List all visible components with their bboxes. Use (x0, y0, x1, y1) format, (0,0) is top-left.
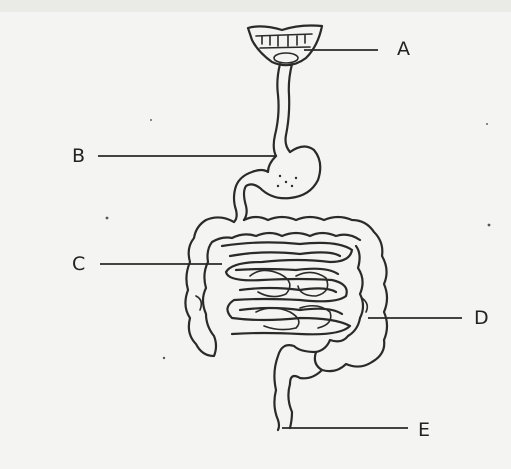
scan-edge (0, 0, 511, 12)
label-e: E (418, 421, 430, 440)
label-a: A (397, 40, 410, 59)
label-d: D (474, 309, 489, 328)
label-b: B (72, 147, 85, 166)
label-c: C (72, 255, 85, 274)
